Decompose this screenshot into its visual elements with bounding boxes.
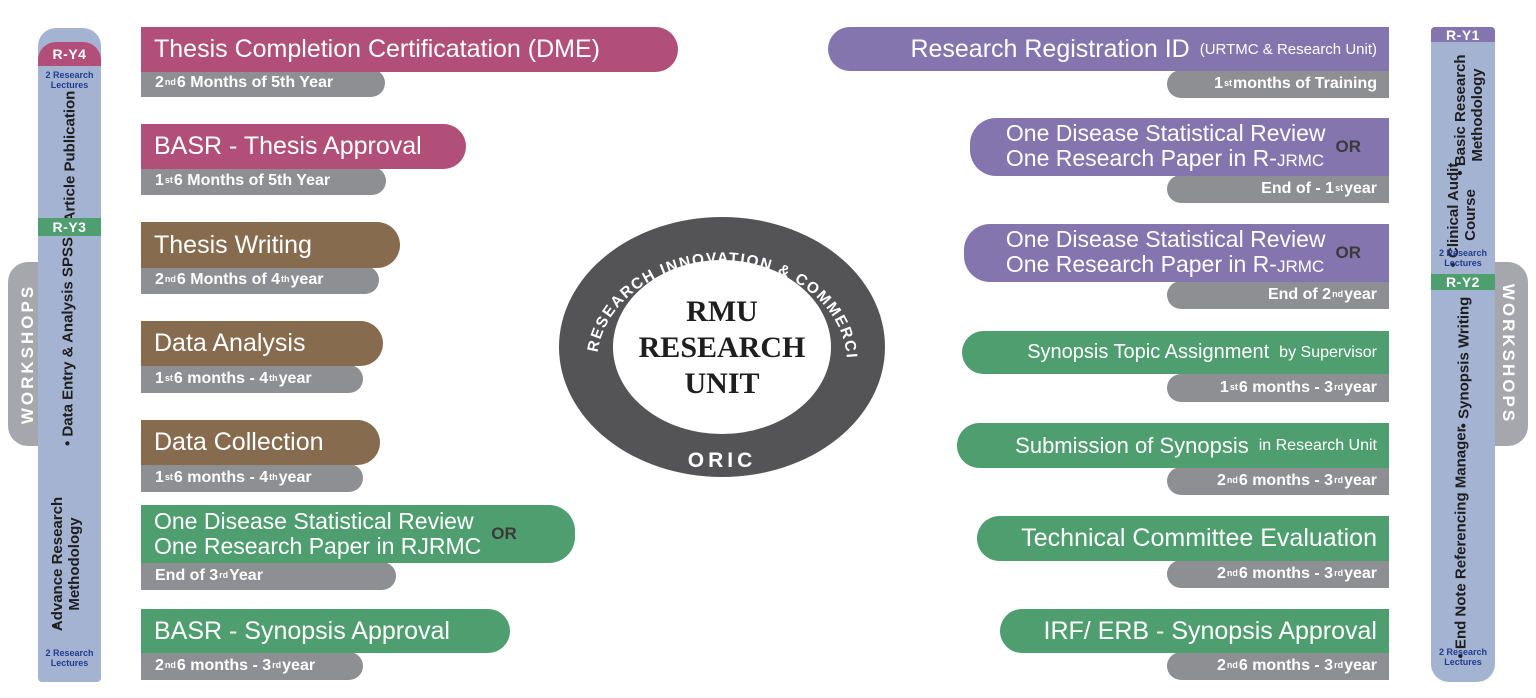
stage-title: BASR - Thesis Approval <box>141 124 466 169</box>
tab-ry2: R-Y2 <box>1431 274 1495 290</box>
stage-title: Thesis Writing <box>141 222 400 268</box>
article-publication-text: Article Publication <box>61 90 79 223</box>
stage-title: Data Collection <box>141 420 380 465</box>
stage-title: Data Analysis <box>141 321 383 366</box>
seal-line-research: RESEARCH <box>639 331 806 364</box>
tab-ry3: R-Y3 <box>38 218 101 236</box>
stage-title: BASR - Synopsis Approval <box>141 609 510 653</box>
stage-title: Thesis Completion Certificatation (DME) <box>141 27 678 72</box>
tab-ry1: R-Y1 <box>1431 27 1495 43</box>
stage-title: Technical Committee Evaluation <box>977 516 1389 561</box>
stage-research-registration: Research Registration ID(URTMC & Researc… <box>828 27 1389 99</box>
tab-ry4: R-Y4 <box>38 42 101 66</box>
stage-thesis-completion: Thesis Completion Certificatation (DME) … <box>141 27 681 99</box>
stage-title: Research Registration ID(URTMC & Researc… <box>828 27 1389 71</box>
bullet-icon: • <box>53 618 58 634</box>
endnote-text: • End Note Referencing Manager <box>1452 426 1470 659</box>
seal-inner-disc <box>613 260 831 434</box>
spss-workshop-text: • Data Entry & Analysis SPSS <box>59 237 77 446</box>
seal-line-rmu: RMU <box>686 295 758 328</box>
oric-seal-logo: OFFICE OF RESEARCH INNOVATION & COMMERCI… <box>555 215 885 477</box>
synopsis-writing-text: • Synopsis Writing <box>1455 296 1473 429</box>
stage-title: IRF/ ERB - Synopsis Approval <box>1000 609 1389 653</box>
seal-oric-text: ORIC <box>688 449 757 472</box>
seal-line-unit: UNIT <box>684 367 759 400</box>
